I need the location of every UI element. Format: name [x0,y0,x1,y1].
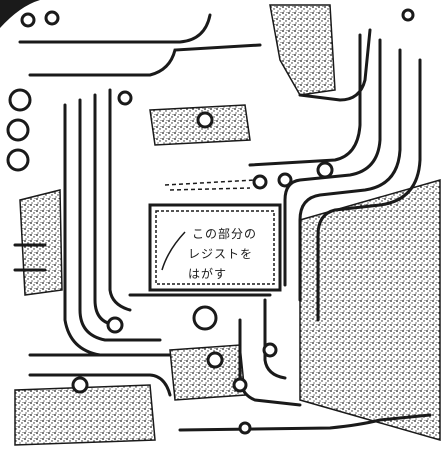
pad [401,8,415,22]
trace [18,13,212,44]
annotation-line-2: レジストを [188,247,253,261]
pad [106,316,124,334]
copper-area-left [19,189,63,296]
traces [13,13,432,432]
trace [63,103,142,357]
pour-outline [164,179,256,186]
pad [71,376,89,394]
trace [78,98,162,342]
pad [277,172,293,188]
pour-outline [169,187,251,191]
trace [28,373,172,397]
pads [6,8,415,435]
pad [192,305,218,331]
trace [28,43,262,77]
torn-edge [0,0,40,28]
copper-area-bottom-left [14,384,156,446]
trace [108,88,132,312]
pad [262,342,278,358]
pad [20,12,36,28]
pad [6,148,30,172]
pad [8,88,32,112]
annotation-pointer [161,231,186,271]
trace [263,298,287,380]
pad [196,111,214,129]
pad [316,161,334,179]
trace [298,28,372,102]
trace [298,48,402,302]
copper-area-top [269,4,336,96]
pad [6,118,30,142]
trace [93,93,122,327]
pad [238,421,252,435]
annotation-line-1: この部分の [192,226,257,241]
pad [252,174,268,190]
pad [117,90,133,106]
pad [232,377,248,393]
copper-area-bottom [169,344,246,401]
copper-areas [14,4,441,446]
pad [206,351,224,369]
copper-area-right [299,179,441,441]
trace [238,318,302,407]
pour-outlines [164,179,256,191]
trace [316,58,422,322]
trace [178,413,432,432]
trace [248,33,362,167]
component-outline: この部分の レジストを はがす [148,203,282,292]
annotation-line-3: はがす [188,266,227,281]
pad [44,10,60,26]
